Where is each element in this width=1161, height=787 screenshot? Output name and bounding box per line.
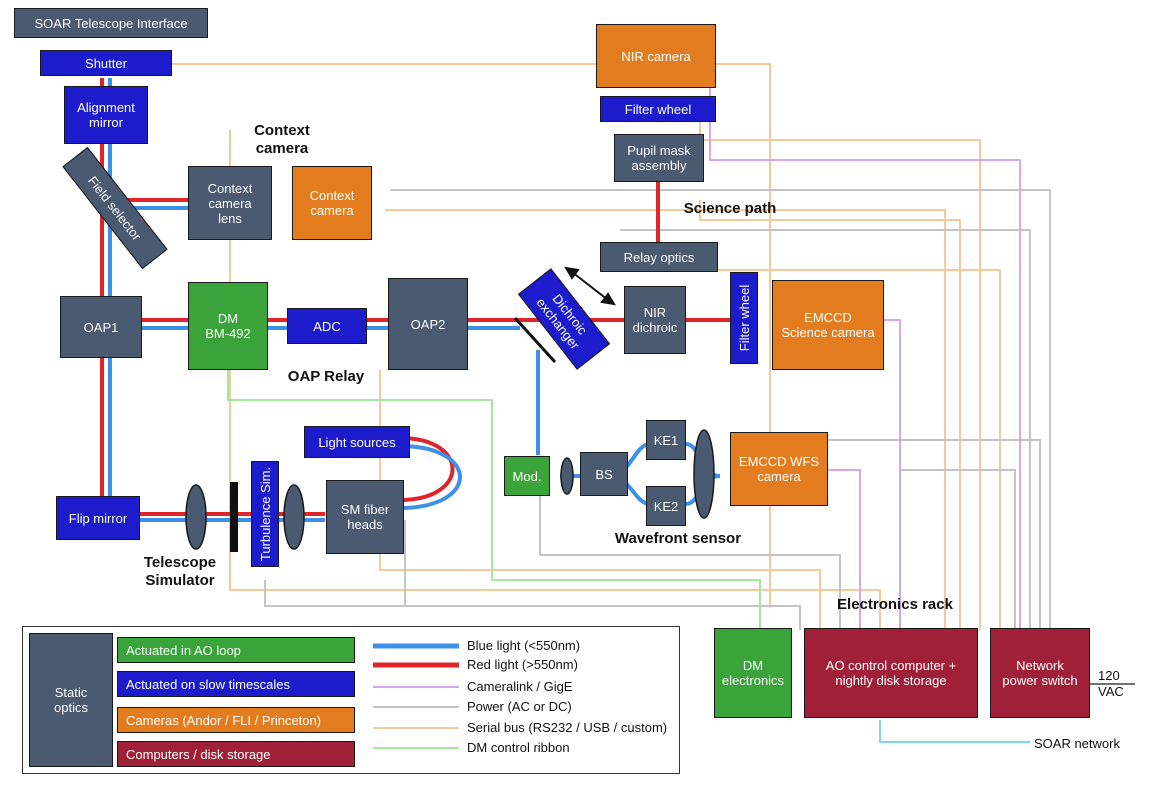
ao-computer-block: AO control computer + nightly disk stora… — [804, 628, 978, 718]
legend-blue-light: Blue light (<550nm) — [467, 638, 581, 653]
dm-ribbon-wire — [227, 360, 761, 630]
dm-block: DM BM-492 — [188, 282, 268, 370]
bs-block: BS — [580, 452, 628, 496]
light-sources-block: Light sources — [304, 426, 410, 458]
vac-label: 120 VAC — [1098, 668, 1124, 699]
ke1-block: KE1 — [646, 420, 686, 460]
dm-electronics-block: DM electronics — [714, 628, 792, 718]
context-camera-block: Context camera — [292, 166, 372, 240]
network-switch-block: Network power switch — [990, 628, 1090, 718]
soar-network-label: SOAR network — [1034, 736, 1120, 751]
network-wire — [879, 720, 1030, 743]
turbulence-sim-block: Turbulence Sim. — [251, 461, 279, 567]
flip-mirror-block: Flip mirror — [56, 496, 140, 540]
legend-static-optics: Static optics — [29, 633, 113, 767]
shutter-block: Shutter — [40, 50, 172, 76]
soar-interface-block: SOAR Telescope Interface — [14, 8, 208, 38]
oap1-block: OAP1 — [60, 296, 142, 358]
electronics-rack-label: Electronics rack — [837, 596, 953, 613]
science-path-label: Science path — [683, 200, 777, 217]
legend: Static optics Actuated in AO loop Actuat… — [22, 626, 680, 774]
legend-actuated-ao: Actuated in AO loop — [117, 637, 355, 663]
context-lens-block: Context camera lens — [188, 166, 272, 240]
emccd-science-block: EMCCD Science camera — [772, 280, 884, 370]
mod-block: Mod. — [504, 456, 550, 496]
legend-swatches — [373, 643, 459, 749]
legend-cameralink: Cameralink / GigE — [467, 679, 573, 694]
alignment-mirror-block: Alignment mirror — [64, 86, 148, 144]
legend-dm-ribbon: DM control ribbon — [467, 740, 570, 755]
adc-block: ADC — [287, 308, 367, 344]
dichroic-arrow — [564, 266, 616, 306]
ke2-block: KE2 — [646, 486, 686, 526]
oap2-block: OAP2 — [388, 278, 468, 370]
context-camera-title: Context camera — [254, 122, 310, 157]
legend-power: Power (AC or DC) — [467, 699, 572, 714]
turbulence-plate — [230, 482, 238, 552]
wavefront-sensor-label: Wavefront sensor — [614, 530, 742, 547]
filter-wheel-science-block: Filter wheel — [730, 272, 758, 364]
nir-camera-block: NIR camera — [596, 24, 716, 88]
pupil-mask-block: Pupil mask assembly — [614, 134, 704, 182]
nir-dichroic-block: NIR dichroic — [624, 286, 686, 354]
legend-serial: Serial bus (RS232 / USB / custom) — [467, 720, 668, 735]
legend-computers: Computers / disk storage — [117, 741, 355, 767]
sm-fiber-block: SM fiber heads — [326, 480, 404, 554]
dichroic-stage-bar — [513, 316, 557, 364]
relay-optics-block: Relay optics — [600, 242, 718, 272]
telescope-simulator-label: Telescope Simulator — [143, 554, 217, 589]
legend-cameras: Cameras (Andor / FLI / Princeton) — [117, 707, 355, 733]
filter-wheel-nir-block: Filter wheel — [600, 96, 716, 122]
power-wires — [264, 189, 1051, 630]
emccd-wfs-block: EMCCD WFS camera — [730, 432, 828, 506]
oap-relay-label: OAP Relay — [287, 368, 365, 385]
lenses — [185, 429, 715, 550]
legend-red-light: Red light (>550nm) — [467, 657, 578, 672]
legend-actuated-slow: Actuated on slow timescales — [117, 671, 355, 697]
